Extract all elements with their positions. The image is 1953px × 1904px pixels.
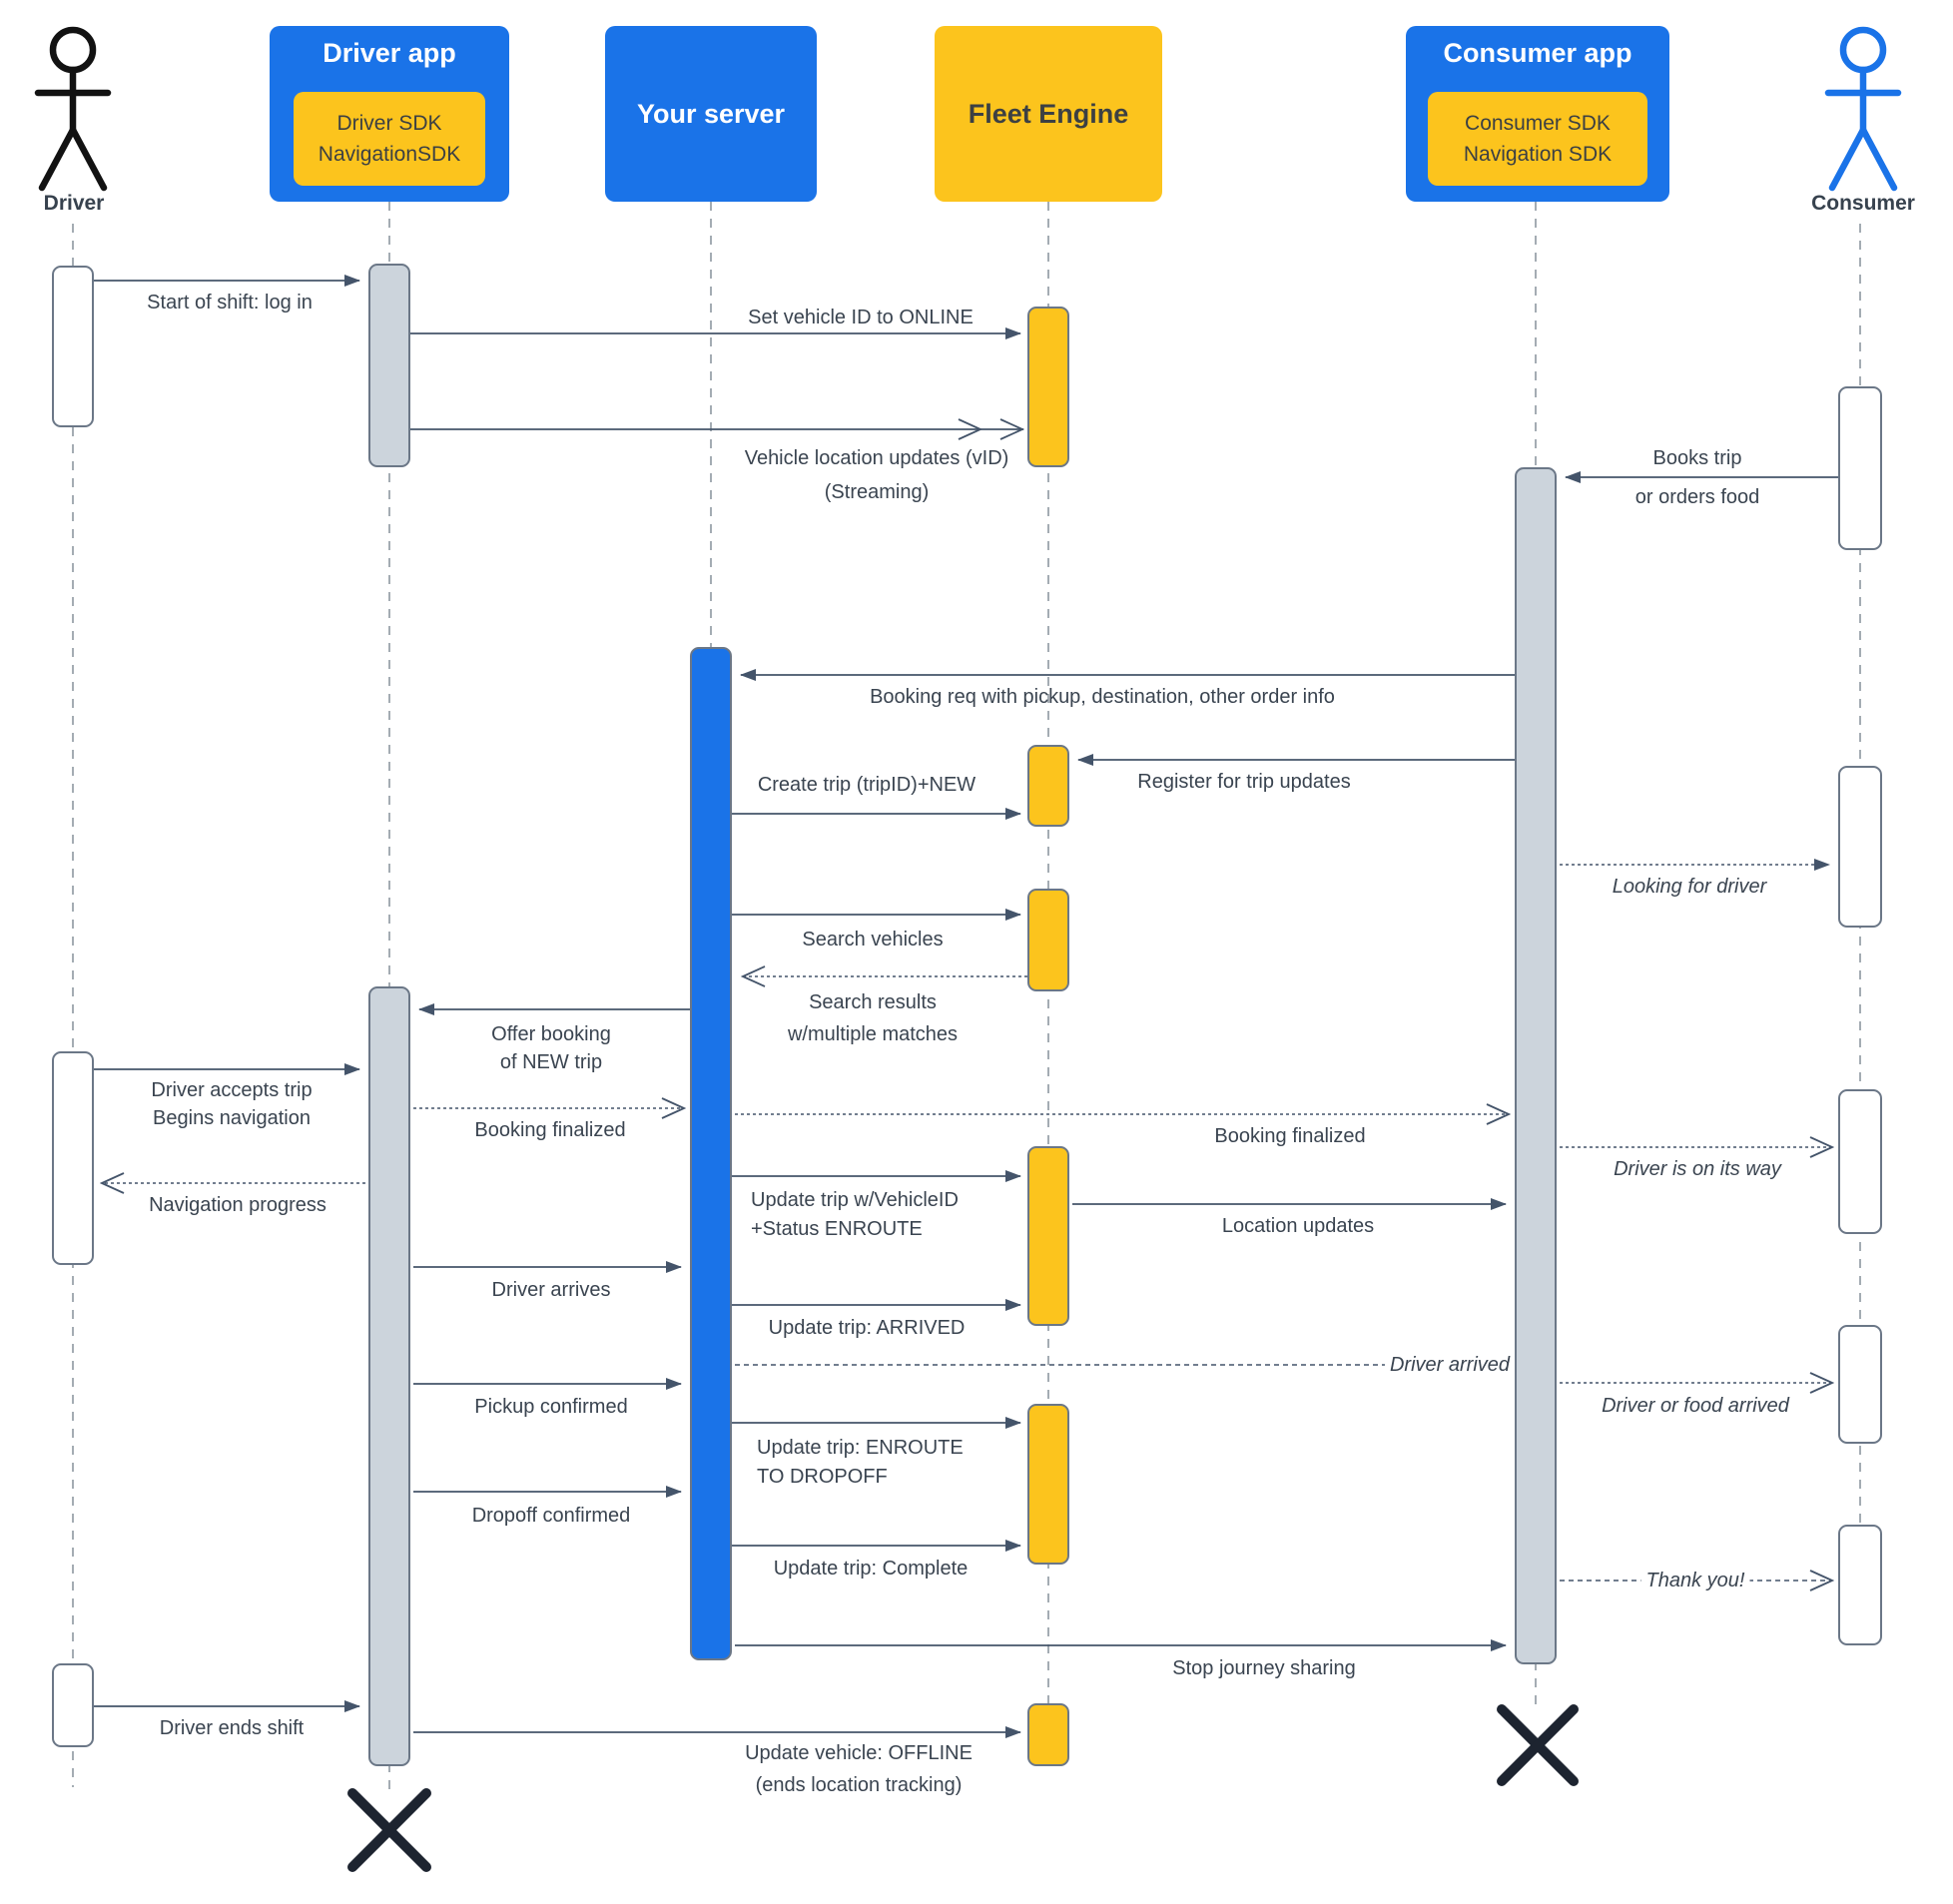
msg-driver-arrived: Driver arrived [1384, 1353, 1516, 1377]
activation-consumer-3 [1838, 1089, 1882, 1234]
msg-books-trip-2: or orders food [1634, 486, 1760, 508]
msg-booking-finalized-left: Booking finalized [474, 1119, 626, 1141]
activation-consumer-5 [1838, 1525, 1882, 1645]
consumer-actor-label: Consumer [1811, 192, 1915, 215]
msg-driver-ends-shift: Driver ends shift [159, 1717, 305, 1739]
msg-vehicle-location-1: Vehicle location updates (vID) [744, 447, 1009, 469]
msg-update-vehicle-offline-2: (ends location tracking) [755, 1774, 963, 1796]
msg-update-trip-vehicleid: Update trip w/VehicleID +Status ENROUTE [751, 1186, 959, 1244]
activation-fleet-5 [1027, 1404, 1069, 1565]
msg-books-trip-1: Books trip [1652, 447, 1742, 469]
msg-booking-req: Booking req with pickup, destination, ot… [870, 686, 1335, 708]
msg-register-updates: Register for trip updates [1137, 771, 1351, 793]
activation-driver-3 [52, 1663, 94, 1747]
msg-update-vehicle-offline-1: Update vehicle: OFFLINE [745, 1742, 973, 1764]
consumer-app-title: Consumer app [1443, 38, 1632, 68]
msg-pickup-confirmed: Pickup confirmed [474, 1396, 628, 1418]
msg-offer-booking-2: of NEW trip [499, 1051, 603, 1073]
msg-stop-journey: Stop journey sharing [1172, 1657, 1356, 1679]
msg-booking-finalized-right: Booking finalized [1214, 1125, 1366, 1147]
msg-create-trip: Create trip (tripID)+NEW [757, 774, 976, 796]
msg-update-trip-vehicleid-2: +Status ENROUTE [751, 1218, 923, 1240]
msg-update-trip-vehicleid-1: Update trip w/VehicleID [751, 1189, 959, 1211]
activation-fleet-6 [1027, 1703, 1069, 1766]
msg-update-trip-complete: Update trip: Complete [773, 1558, 969, 1580]
consumer-sdk-label: Consumer SDK [1465, 111, 1611, 135]
termination-marks [347, 1704, 1579, 1872]
activation-driver-app-2 [368, 986, 410, 1766]
activation-fleet-4 [1027, 1146, 1069, 1326]
msg-search-results-2: w/multiple matches [787, 1023, 959, 1045]
msg-navigation-progress: Navigation progress [149, 1194, 326, 1216]
msg-driver-on-way: Driver is on its way [1614, 1158, 1781, 1180]
activation-driver-1 [52, 266, 94, 427]
driver-sdk-label: Driver SDK [336, 111, 442, 135]
activation-fleet-3 [1027, 889, 1069, 991]
driver-sdk-box: Driver SDK NavigationSDK [294, 92, 485, 186]
activation-driver-2 [52, 1051, 94, 1265]
msg-set-vehicle-online: Set vehicle ID to ONLINE [748, 307, 974, 328]
driver-figure-icon [34, 26, 112, 192]
msg-start-of-shift: Start of shift: log in [147, 292, 313, 314]
activation-driver-app-1 [368, 264, 410, 467]
msg-looking-for-driver: Looking for driver [1612, 876, 1767, 898]
actor-your-server: Your server [605, 26, 817, 202]
msg-update-trip-enroute-1: Update trip: ENROUTE [757, 1437, 964, 1459]
driver-app-title: Driver app [323, 38, 456, 68]
activation-your-server [690, 647, 732, 1660]
solid-arrows [94, 275, 1838, 1738]
msg-driver-food-arrived: Driver or food arrived [1602, 1395, 1789, 1417]
fleet-engine-title: Fleet Engine [968, 98, 1129, 129]
activation-consumer-app [1515, 467, 1557, 1664]
consumer-figure-icon [1824, 26, 1902, 192]
msg-update-trip-arrived: Update trip: ARRIVED [768, 1317, 966, 1339]
navigation-sdk-label: Navigation SDK [1463, 143, 1613, 166]
msg-search-vehicles: Search vehicles [802, 929, 944, 951]
msg-location-updates: Location updates [1221, 1215, 1375, 1237]
dotted-arrows [103, 859, 1831, 1581]
consumer-app-termination-x [1497, 1704, 1579, 1786]
activation-fleet-2 [1027, 745, 1069, 827]
actor-driver-app: Driver app Driver SDK NavigationSDK [270, 26, 509, 202]
consumer-sdk-box: Consumer SDK Navigation SDK [1428, 92, 1647, 186]
msg-driver-accepts-2: Begins navigation [153, 1107, 311, 1129]
msg-vehicle-location-2: (Streaming) [824, 481, 930, 503]
msg-driver-accepts-1: Driver accepts trip [151, 1079, 313, 1101]
activation-fleet-1 [1027, 307, 1069, 467]
navigation-sdk-label: NavigationSDK [318, 143, 461, 166]
actor-consumer-app: Consumer app Consumer SDK Navigation SDK [1406, 26, 1669, 202]
activation-consumer-4 [1838, 1325, 1882, 1444]
stream-chevron-1 [999, 418, 1025, 440]
driver-actor-label: Driver [43, 192, 105, 215]
activation-consumer-2 [1838, 766, 1882, 928]
lifelines [72, 202, 1861, 1792]
activation-consumer-1 [1838, 386, 1882, 550]
msg-offer-booking-1: Offer booking [491, 1023, 611, 1045]
msg-dropoff-confirmed: Dropoff confirmed [471, 1505, 631, 1527]
msg-update-trip-enroute: Update trip: ENROUTE TO DROPOFF [757, 1434, 964, 1492]
stream-chevron-2 [958, 418, 983, 440]
msg-driver-arrives: Driver arrives [491, 1279, 611, 1301]
msg-thank-you: Thank you! [1640, 1569, 1750, 1592]
msg-update-trip-enroute-2: TO DROPOFF [757, 1466, 888, 1488]
your-server-title: Your server [636, 98, 786, 129]
actor-fleet-engine: Fleet Engine [935, 26, 1162, 202]
driver-app-termination-x [347, 1788, 431, 1872]
msg-search-results-1: Search results [809, 991, 937, 1013]
